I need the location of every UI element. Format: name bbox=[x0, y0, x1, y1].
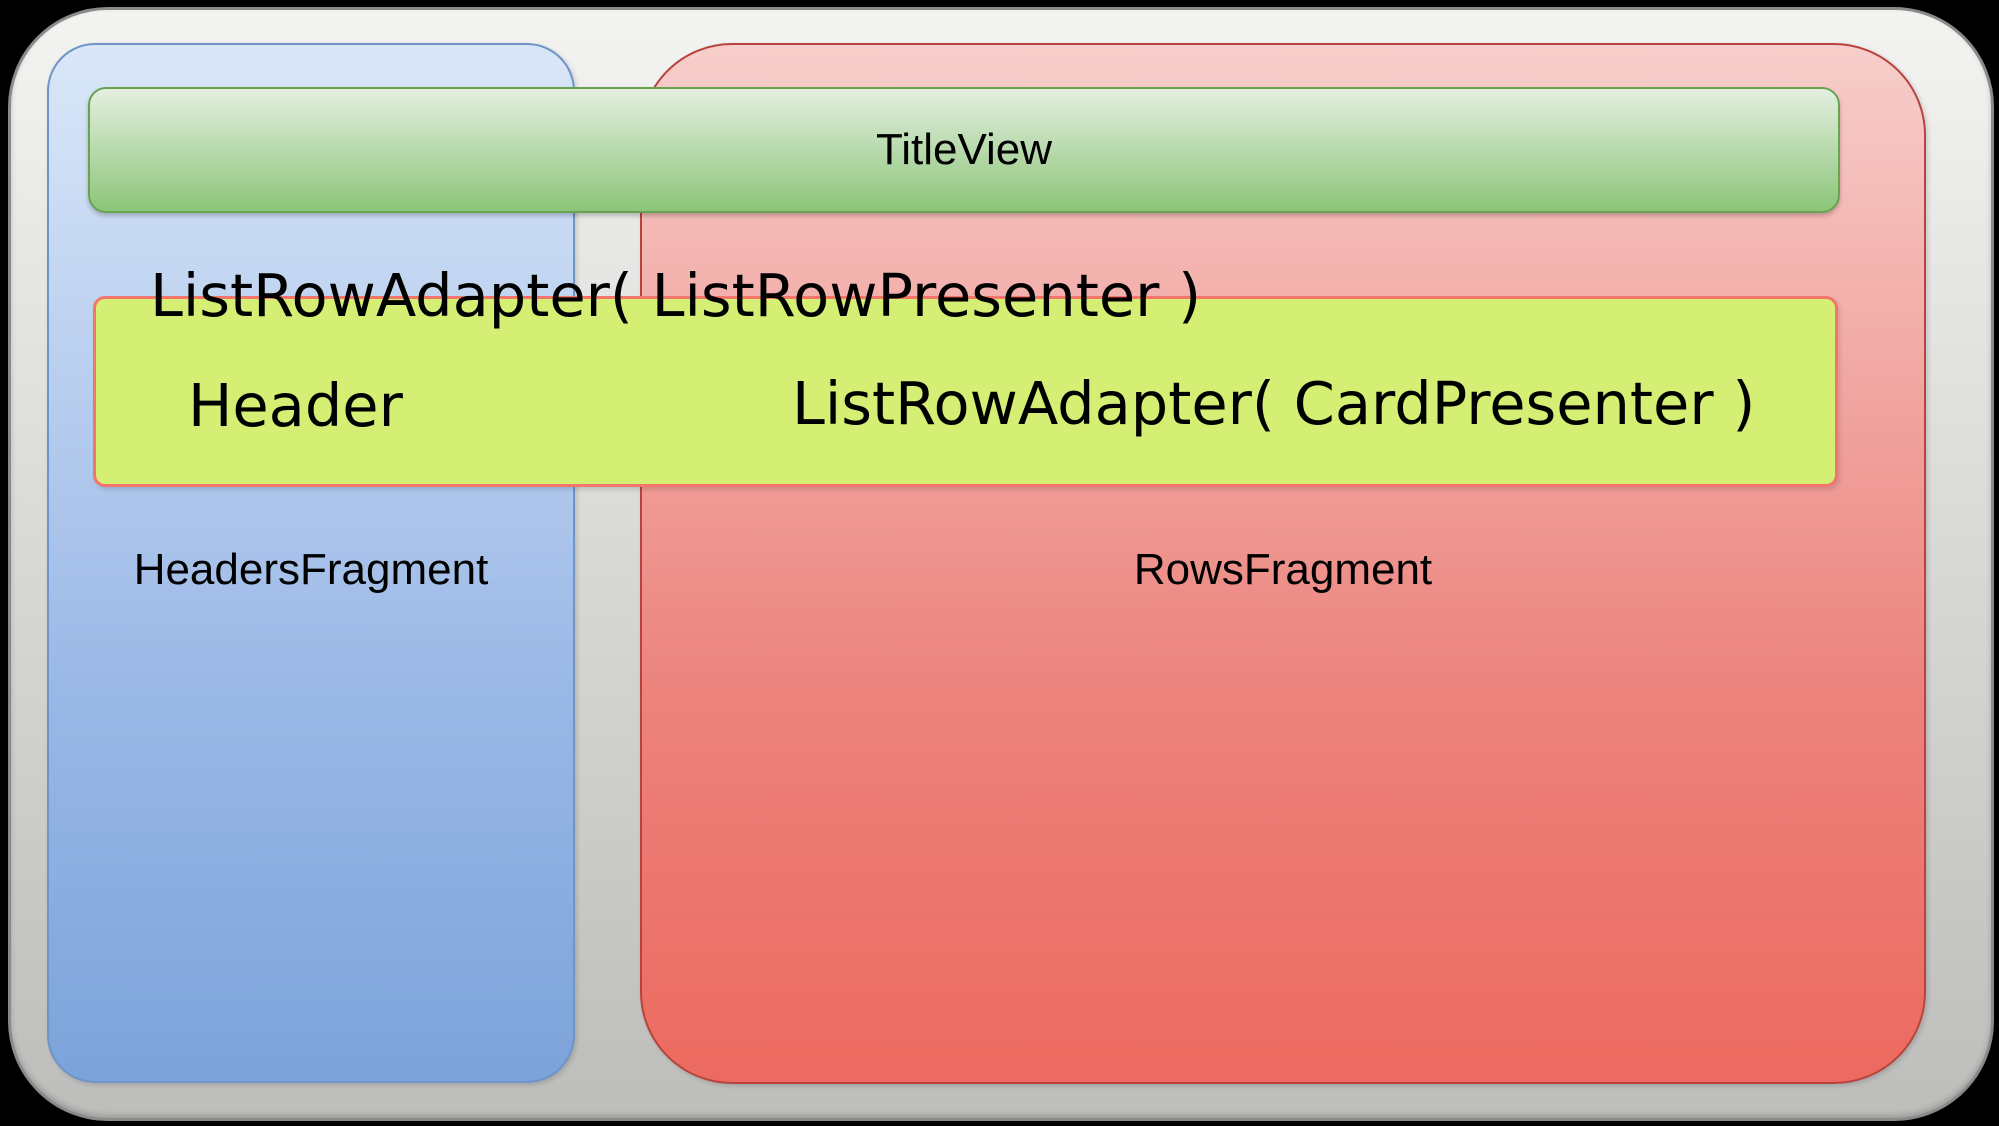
headers-fragment-box bbox=[47, 43, 575, 1083]
header-cell-text: Header bbox=[188, 371, 403, 440]
rows-fragment-box bbox=[640, 43, 1926, 1084]
headers-fragment-label: HeadersFragment bbox=[133, 545, 489, 594]
title-view-bar: TitleView bbox=[88, 87, 1840, 213]
list-row-band bbox=[93, 296, 1838, 487]
card-presenter-text: ListRowAdapter( CardPresenter ) bbox=[792, 369, 1756, 438]
title-view-label: TitleView bbox=[875, 125, 1053, 174]
list-row-presenter-text: ListRowAdapter( ListRowPresenter ) bbox=[150, 261, 1202, 330]
rows-fragment-label: RowsFragment bbox=[1133, 545, 1433, 594]
